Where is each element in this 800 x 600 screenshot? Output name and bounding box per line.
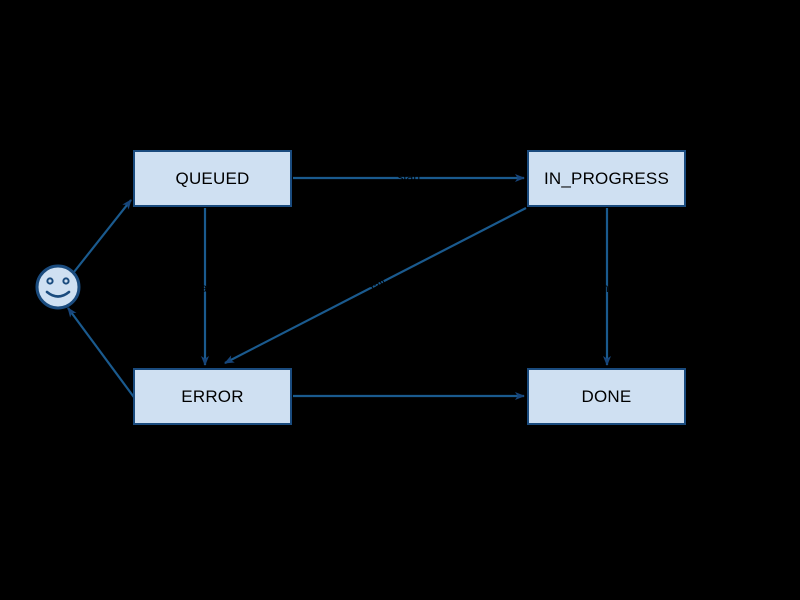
edge-error-to-start	[67, 307, 137, 401]
smiley-right-eye-icon	[62, 277, 70, 285]
start-state-node[interactable]	[35, 264, 81, 310]
state-node-error-label: ERROR	[181, 387, 244, 406]
state-node-error[interactable]: ERROR	[133, 368, 292, 425]
state-node-done[interactable]: DONE	[527, 368, 686, 425]
state-node-queued[interactable]: QUEUED	[133, 150, 292, 207]
smiley-mouth-icon	[45, 290, 71, 298]
smiley-left-eye-icon	[46, 277, 54, 285]
edge-start-to-queued	[73, 199, 132, 273]
state-node-in-progress-label: IN_PROGRESS	[543, 169, 669, 188]
smiley-face-icon	[35, 264, 81, 310]
edge-in-progress-to-error	[224, 207, 527, 364]
state-node-done-label: DONE	[581, 387, 632, 406]
state-node-queued-label: QUEUED	[175, 169, 250, 188]
state-node-in-progress[interactable]: IN_PROGRESS	[527, 150, 686, 207]
